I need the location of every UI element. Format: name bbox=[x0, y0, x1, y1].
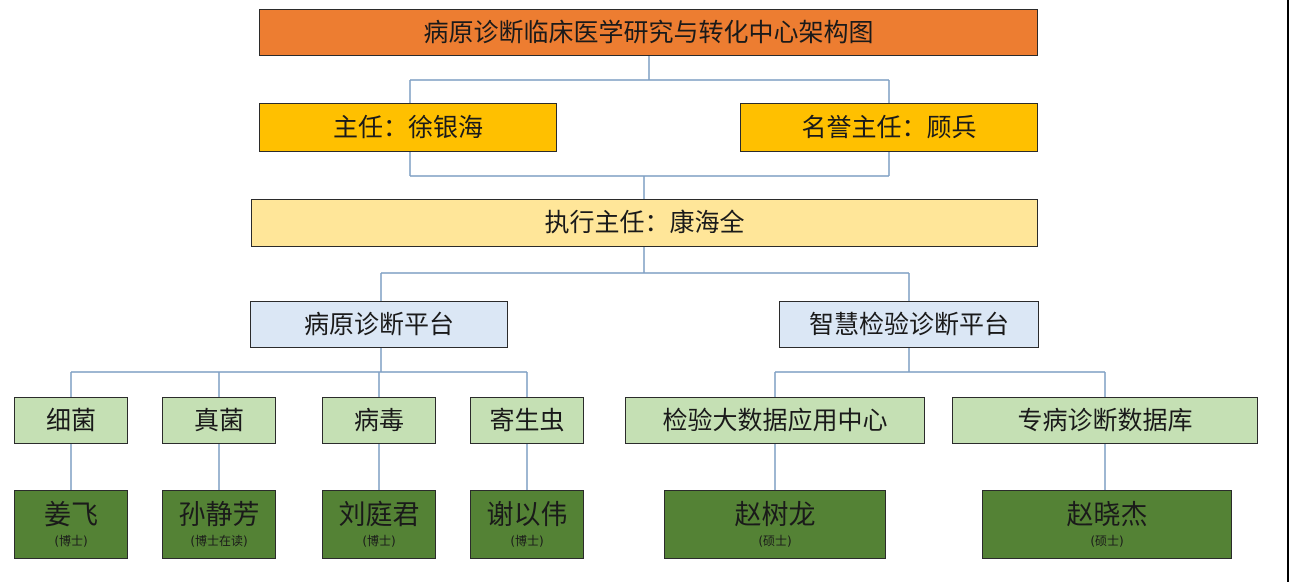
executive-director-text: 执行主任：康海全 bbox=[544, 208, 745, 238]
person-degree: (博士) bbox=[362, 533, 396, 548]
unit-label: 细菌 bbox=[45, 405, 96, 435]
director-box: 主任：徐银海 bbox=[259, 103, 557, 152]
unit-bacteria: 细菌 bbox=[14, 397, 128, 444]
unit-label: 寄生虫 bbox=[489, 405, 565, 435]
platform-pathogen-diagnosis: 病原诊断平台 bbox=[250, 301, 508, 348]
person-name: 赵树龙 bbox=[734, 500, 816, 532]
connector-platform1-units bbox=[70, 348, 528, 397]
platform-label: 病原诊断平台 bbox=[303, 309, 454, 339]
person-degree: (博士) bbox=[510, 533, 544, 548]
page-border bbox=[1287, 0, 1289, 582]
unit-disease-diagnosis-database: 专病诊断数据库 bbox=[952, 397, 1258, 444]
diagram-title-text: 病原诊断临床医学研究与转化中心架构图 bbox=[423, 17, 874, 47]
connector-title-directors bbox=[409, 56, 890, 103]
person-name: 姜飞 bbox=[44, 500, 98, 532]
person-fungi: 孙静芳 (博士在读) bbox=[162, 490, 276, 559]
person-virus: 刘庭君 (博士) bbox=[322, 490, 436, 559]
person-name: 谢以伟 bbox=[486, 500, 568, 532]
unit-label: 真菌 bbox=[193, 405, 244, 435]
person-lab-big-data-center: 赵树龙 (硕士) bbox=[664, 490, 886, 559]
unit-label: 病毒 bbox=[353, 405, 404, 435]
person-name: 赵晓杰 bbox=[1066, 500, 1148, 532]
connector-platform2-units bbox=[774, 348, 1106, 397]
person-degree: (硕士) bbox=[1090, 533, 1124, 548]
person-degree: (博士) bbox=[54, 533, 88, 548]
unit-virus: 病毒 bbox=[322, 397, 436, 444]
person-bacteria: 姜飞 (博士) bbox=[14, 490, 128, 559]
honorary-director-text: 名誉主任：顾兵 bbox=[801, 112, 977, 142]
unit-label: 专病诊断数据库 bbox=[1017, 405, 1193, 435]
unit-fungi: 真菌 bbox=[162, 397, 276, 444]
platform-smart-lab-diagnosis: 智慧检验诊断平台 bbox=[779, 301, 1039, 348]
person-parasite: 谢以伟 (博士) bbox=[470, 490, 584, 559]
person-degree: (硕士) bbox=[758, 533, 792, 548]
unit-parasite: 寄生虫 bbox=[470, 397, 584, 444]
director-text: 主任：徐银海 bbox=[332, 112, 483, 142]
executive-director-box: 执行主任：康海全 bbox=[251, 199, 1038, 247]
diagram-title: 病原诊断临床医学研究与转化中心架构图 bbox=[259, 9, 1038, 56]
connector-exec-platforms bbox=[380, 247, 910, 301]
person-name: 刘庭君 bbox=[338, 500, 420, 532]
honorary-director-box: 名誉主任：顾兵 bbox=[740, 103, 1038, 152]
connector-directors-exec bbox=[409, 152, 890, 199]
connector-units-persons bbox=[70, 444, 1106, 490]
person-degree: (博士在读) bbox=[190, 533, 248, 548]
platform-label: 智慧检验诊断平台 bbox=[808, 309, 1009, 339]
unit-lab-big-data-center: 检验大数据应用中心 bbox=[625, 397, 925, 444]
person-name: 孙静芳 bbox=[178, 500, 260, 532]
person-disease-diagnosis-database: 赵晓杰 (硕士) bbox=[982, 490, 1232, 559]
unit-label: 检验大数据应用中心 bbox=[662, 405, 888, 435]
